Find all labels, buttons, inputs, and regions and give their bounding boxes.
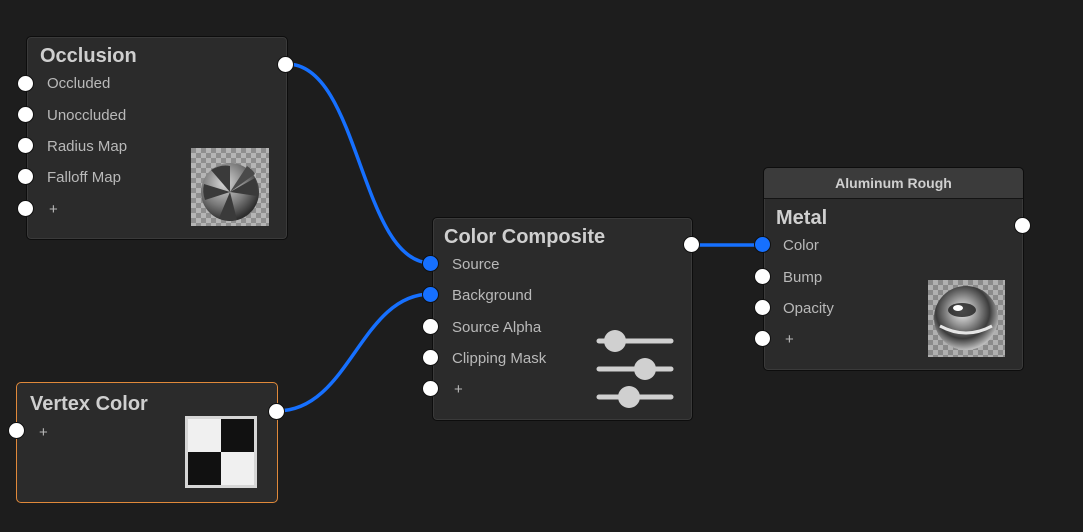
color-composite-node[interactable]: Color Composite Source Background Source… — [432, 217, 693, 421]
port-falloff-map[interactable] — [17, 168, 34, 185]
port-label-falloff-map: Falloff Map — [47, 169, 121, 186]
port-vertex-color-output[interactable] — [268, 403, 285, 420]
checker-preview — [185, 416, 257, 488]
port-occlusion-add[interactable] — [17, 200, 34, 217]
metal-node[interactable]: Aluminum Rough Metal Color Bump Opacity … — [763, 167, 1024, 371]
port-source-alpha[interactable] — [422, 318, 439, 335]
port-metal-add[interactable] — [754, 330, 771, 347]
port-composite-add[interactable] — [422, 380, 439, 397]
port-composite-output[interactable] — [683, 236, 700, 253]
port-unoccluded[interactable] — [17, 106, 34, 123]
port-radius-map[interactable] — [17, 137, 34, 154]
metal-node-material-header: Aluminum Rough — [764, 168, 1023, 199]
port-vertex-color-add[interactable] — [8, 422, 25, 439]
port-label-add: + — [454, 381, 463, 398]
port-opacity[interactable] — [754, 299, 771, 316]
port-source[interactable] — [422, 255, 439, 272]
port-label-source-alpha: Source Alpha — [452, 319, 542, 336]
port-label-source: Source — [452, 256, 500, 273]
wire-occlusion-to-source[interactable] — [286, 62, 432, 265]
vertex-color-node-title: Vertex Color — [30, 393, 148, 415]
port-label-background: Background — [452, 287, 533, 304]
port-background[interactable] — [422, 286, 439, 303]
port-metal-output[interactable] — [1014, 217, 1031, 234]
vertex-color-node[interactable]: Vertex Color + — [16, 382, 278, 503]
port-clipping-mask[interactable] — [422, 349, 439, 366]
port-label-color: Color — [783, 237, 819, 254]
port-label-clipping-mask: Clipping Mask — [452, 350, 547, 367]
port-label-add: + — [39, 424, 48, 441]
wire-vertexcolor-to-background[interactable] — [276, 292, 432, 413]
metal-sphere-preview — [928, 280, 1005, 357]
port-label-radius-map: Radius Map — [47, 138, 128, 155]
port-color[interactable] — [754, 236, 771, 253]
port-occlusion-output[interactable] — [277, 56, 294, 73]
port-label-unoccluded: Unoccluded — [47, 107, 127, 124]
port-label-bump: Bump — [783, 269, 823, 286]
metal-node-title: Metal — [776, 207, 828, 229]
color-composite-node-title: Color Composite — [444, 226, 606, 248]
port-label-add: + — [785, 331, 794, 348]
sliders-icon — [596, 330, 674, 408]
port-label-add: + — [49, 201, 58, 218]
port-bump[interactable] — [754, 268, 771, 285]
port-label-opacity: Opacity — [783, 300, 834, 317]
occlusion-sphere-preview — [191, 148, 269, 226]
port-occluded[interactable] — [17, 75, 34, 92]
occlusion-node[interactable]: Occlusion Occluded Unoccluded Radius Map… — [26, 36, 288, 240]
port-label-occluded: Occluded — [47, 75, 111, 92]
occlusion-node-title: Occlusion — [40, 45, 137, 67]
